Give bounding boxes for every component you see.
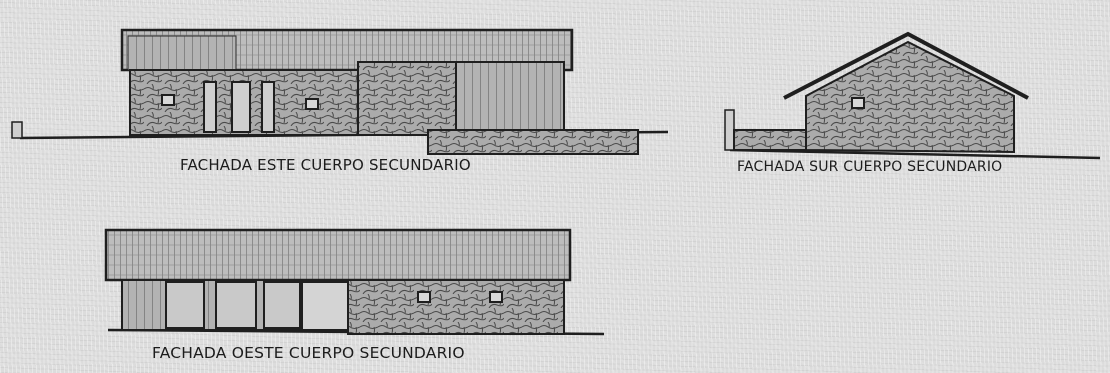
- east-opening-2: [231, 81, 251, 133]
- east-upper-wall-left: [127, 35, 237, 71]
- east-window-2: [305, 98, 319, 110]
- south-ground-line: [729, 148, 1101, 160]
- west-opening-3: [263, 281, 301, 329]
- east-opening-1: [203, 81, 217, 133]
- west-elevation-caption: FACHADA OESTE CUERPO SECUNDARIO: [152, 344, 465, 362]
- south-roof-line: [783, 31, 1029, 100]
- south-elevation-caption: FACHADA SUR CUERPO SECUNDARIO: [737, 159, 1003, 175]
- south-post: [724, 109, 735, 151]
- west-window-1: [417, 291, 431, 303]
- east-low-wall: [427, 129, 639, 155]
- south-gable-wall: [805, 40, 1015, 154]
- west-elevation: [104, 228, 605, 336]
- east-wall-planks: [455, 61, 565, 136]
- west-roof: [104, 228, 572, 282]
- south-elevation: [724, 31, 1101, 160]
- south-window: [851, 97, 865, 109]
- west-window-2: [489, 291, 503, 303]
- west-opening-1: [165, 281, 205, 329]
- east-wall-right-stone: [357, 61, 457, 136]
- east-elevation: [11, 28, 669, 155]
- east-elevation-caption: FACHADA ESTE CUERPO SECUNDARIO: [180, 156, 471, 174]
- west-opening-2: [215, 281, 257, 329]
- east-window-1: [161, 94, 175, 106]
- south-low-wall: [733, 129, 807, 151]
- west-gateway: [301, 281, 349, 331]
- east-post: [11, 121, 23, 139]
- west-wall-stone: [347, 279, 565, 335]
- east-opening-3: [261, 81, 275, 133]
